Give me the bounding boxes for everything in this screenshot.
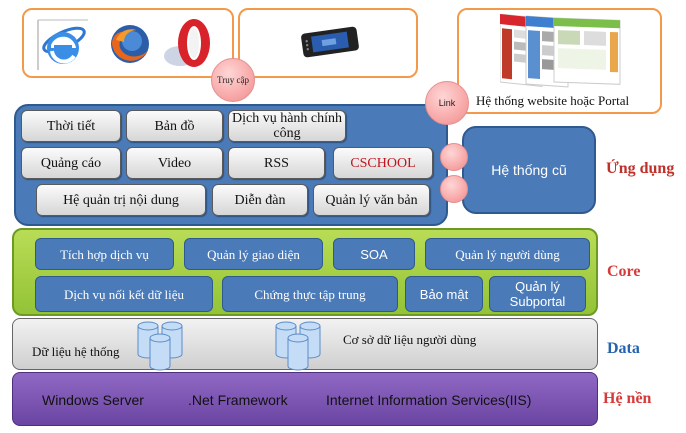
portal-screenshots-image [500, 14, 621, 88]
app-public-services[interactable]: Dịch vụ hành chính công [228, 110, 346, 142]
user-database-icon [275, 321, 321, 371]
mobile-device-icon [301, 26, 359, 58]
old-system-connector-1 [440, 143, 468, 171]
layer-label-data: Data [607, 340, 640, 357]
layer-label-core: Core [607, 263, 641, 280]
core-ui-management[interactable]: Quản lý giao diện [184, 238, 323, 270]
app-document-management[interactable]: Quản lý văn bản [313, 184, 430, 216]
core-data-connection[interactable]: Dịch vụ nối kết dữ liệu [35, 276, 213, 312]
app-cms[interactable]: Hệ quản trị nội dung [36, 184, 206, 216]
platform-net-framework: .Net Framework [188, 392, 288, 408]
opera-icon [164, 19, 210, 67]
platform-windows-server: Windows Server [42, 392, 144, 408]
app-map[interactable]: Bản đồ [126, 110, 223, 142]
app-cschool[interactable]: CSCHOOL [333, 147, 433, 179]
old-system-box[interactable]: Hệ thống cũ [462, 126, 596, 214]
system-database-icon [137, 321, 183, 371]
app-video[interactable]: Video [126, 147, 223, 179]
app-forum[interactable]: Diễn đàn [212, 184, 308, 216]
core-user-management[interactable]: Quản lý người dùng [425, 238, 590, 270]
app-weather[interactable]: Thời tiết [21, 110, 121, 142]
core-security[interactable]: Bảo mật [405, 276, 483, 312]
core-service-integration[interactable]: Tích hợp dịch vụ [35, 238, 174, 270]
link-connector: Link [425, 81, 469, 125]
user-database-label: Cơ sở dữ liệu người dùng [343, 332, 477, 347]
app-rss[interactable]: RSS [228, 147, 325, 179]
core-subportal-management[interactable]: Quản lý Subportal [489, 276, 586, 312]
core-central-auth[interactable]: Chứng thực tập trung [222, 276, 398, 312]
platform-iis: Internet Information Services(IIS) [326, 392, 532, 408]
firefox-icon [111, 25, 149, 63]
app-advertising[interactable]: Quảng cáo [21, 147, 121, 179]
access-connector: Truy cập [211, 58, 255, 102]
platform-panel [12, 372, 598, 426]
old-system-connector-2 [440, 175, 468, 203]
layer-label-application: Ứng dụng [606, 160, 675, 177]
portal-label: Hệ thống website hoặc Portal [476, 93, 630, 108]
internet-explorer-icon [37, 19, 88, 70]
system-data-label: Dữ liệu hệ thống [32, 344, 120, 359]
layer-label-platform: Hệ nền [603, 390, 652, 407]
core-soa[interactable]: SOA [333, 238, 415, 270]
